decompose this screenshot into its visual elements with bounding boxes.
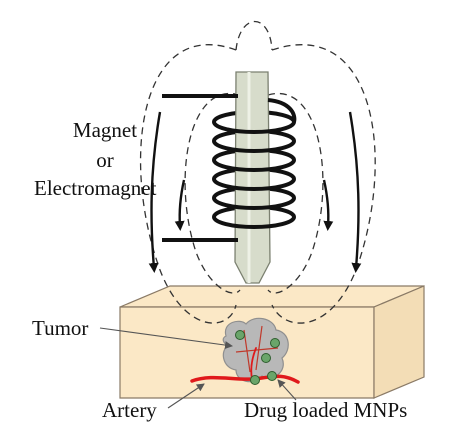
arrow-left-inner (174, 179, 186, 231)
coil-leads (162, 94, 238, 242)
tissue-block-side-face (373, 285, 425, 399)
arrow-right-inner (322, 179, 334, 231)
tumor-label: Tumor (32, 316, 89, 340)
magnet-label: Magnet (72, 118, 138, 142)
artery-label: Artery (102, 398, 157, 422)
mnp-particle (250, 375, 260, 385)
field-line-left-outer (139, 44, 237, 324)
drug-loaded-mnps-label: Drug loaded MNPs (244, 398, 408, 422)
tumor-leader-line (99, 327, 233, 350)
mnps-leader-line (277, 379, 297, 401)
arrow-left-outer (148, 111, 162, 273)
artery-branch (250, 347, 257, 380)
or-label: or (96, 148, 114, 172)
tissue-block-top-face (119, 285, 425, 308)
magnetic-field-lines (139, 21, 376, 324)
mnp-particle (261, 353, 271, 363)
field-line-right-outer (271, 44, 376, 324)
coil-front-turns (212, 98, 297, 229)
drug-loaded-mnps (235, 330, 280, 385)
magnet-core-body (234, 71, 271, 284)
mnp-particle (267, 371, 277, 381)
field-line-top-dome (235, 21, 273, 51)
magnet-core (234, 71, 271, 284)
tissue-block (119, 285, 425, 399)
mnp-particle (270, 338, 280, 348)
arrow-right-outer (348, 111, 362, 273)
field-direction-arrows (148, 111, 362, 273)
artery-leader-line (167, 383, 205, 409)
leader-lines (99, 327, 297, 409)
mnp-particle (235, 330, 245, 340)
electromagnet-label: Electromagnet (34, 176, 157, 200)
